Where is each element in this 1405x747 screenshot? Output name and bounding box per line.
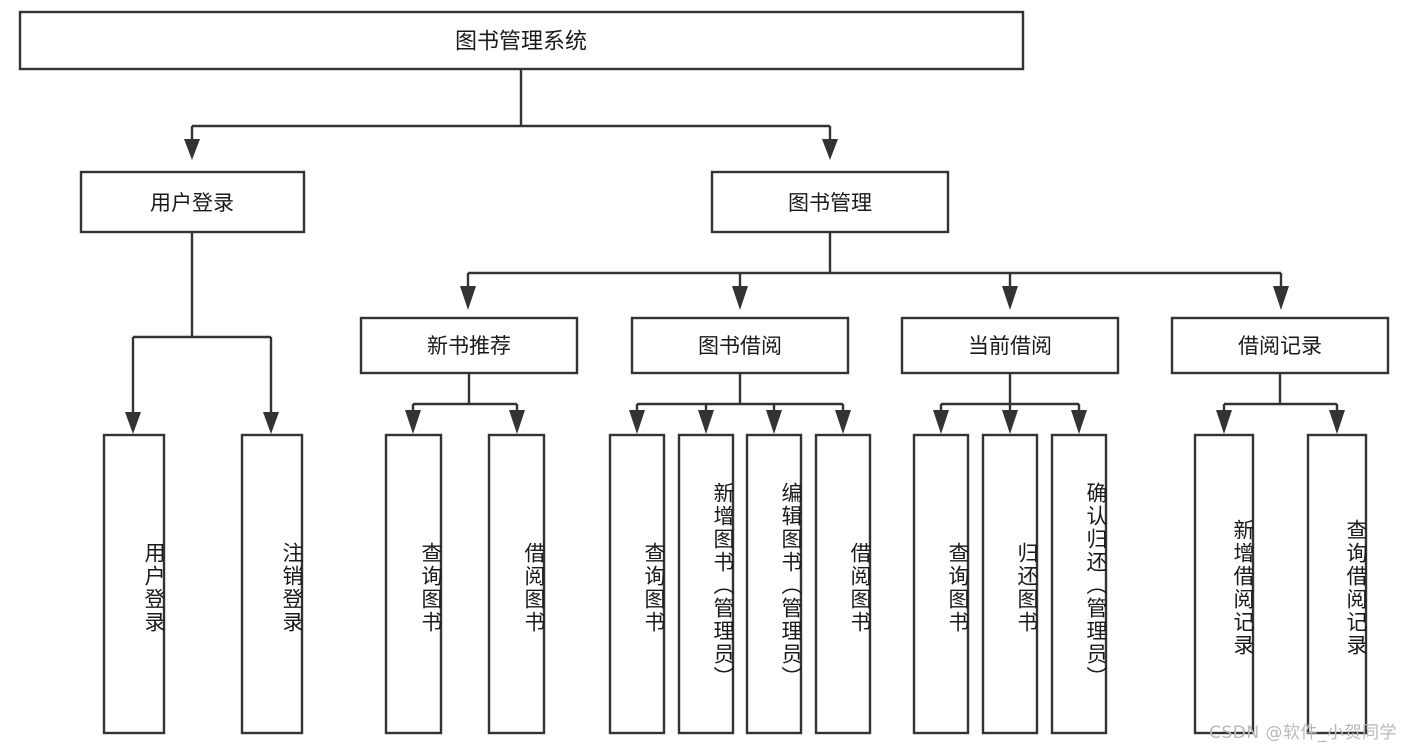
leaf-box-confirm-return[interactable]: [1050, 433, 1108, 735]
arrowhead-user-login: [184, 139, 200, 160]
arrowhead-book-manage: [822, 139, 838, 160]
node-root-system[interactable]: 图书管理系统: [18, 10, 1025, 71]
book-borrow-label: 图书借阅: [698, 334, 782, 358]
arrowhead-leaf-query-record: [1329, 410, 1345, 434]
leaf-box-add-book[interactable]: [677, 433, 735, 735]
arrowhead-leaf-edit-book: [766, 410, 782, 434]
arrowhead-book-borrow: [732, 286, 748, 310]
book-manage-label: 图书管理: [788, 191, 872, 215]
leaf-box-query-record[interactable]: [1306, 433, 1368, 735]
leaf-box-edit-book[interactable]: [745, 433, 803, 735]
node-new-book-recommend[interactable]: 新书推荐: [359, 316, 579, 375]
node-borrow-record[interactable]: 借阅记录: [1170, 316, 1390, 375]
node-book-manage[interactable]: 图书管理: [710, 170, 950, 234]
arrowhead-leaf-confirm-return: [1071, 410, 1087, 434]
user-login-label: 用户登录: [150, 191, 234, 215]
leaf-box-borrow-book-1[interactable]: [487, 433, 546, 735]
leaf-box-user-login[interactable]: [102, 433, 166, 735]
leaf-box-query-book-3[interactable]: [912, 433, 970, 735]
new-book-recommend-label: 新书推荐: [427, 334, 511, 358]
leaf-box-add-record[interactable]: [1193, 433, 1255, 735]
root-box[interactable]: [18, 10, 1025, 71]
book-borrow-box[interactable]: [630, 316, 850, 375]
current-borrow-box[interactable]: [900, 316, 1120, 375]
leaf-box-return-book[interactable]: [981, 433, 1039, 735]
leaf-box-query-book-2[interactable]: [608, 433, 666, 735]
leaf-box-user-logout[interactable]: [240, 433, 304, 735]
node-user-login[interactable]: 用户登录: [79, 170, 306, 234]
arrowhead-current-borrow: [1002, 286, 1018, 310]
arrowhead-leaf-return-book: [1002, 410, 1018, 434]
csdn-watermark: CSDN @软件_小贺同学: [1209, 723, 1397, 743]
arrowhead-leaf-borrow-book-1: [509, 410, 525, 434]
borrow-record-label: 借阅记录: [1238, 334, 1322, 358]
current-borrow-label: 当前借阅: [968, 334, 1052, 358]
arrowhead-leaf-user-login: [125, 412, 141, 434]
arrowhead-new-book-recommend: [460, 286, 476, 310]
arrowhead-leaf-user-logout: [263, 412, 279, 434]
root-label: 图书管理系统: [455, 30, 587, 55]
arrowhead-leaf-query-book-2: [629, 410, 645, 434]
book-manage-box[interactable]: [710, 170, 950, 234]
arrowhead-leaf-add-record: [1216, 410, 1232, 434]
node-book-borrow[interactable]: 图书借阅: [630, 316, 850, 375]
leaf-box-borrow-book-2[interactable]: [814, 433, 872, 735]
arrowhead-leaf-query-book-1: [405, 410, 421, 434]
arrowhead-leaf-borrow-book-2: [835, 410, 851, 434]
leaf-box-query-book-1[interactable]: [384, 433, 443, 735]
arrowhead-leaf-add-book: [698, 410, 714, 434]
new-book-recommend-box[interactable]: [359, 316, 579, 375]
arrowhead-leaf-query-book-3: [933, 410, 949, 434]
node-current-borrow[interactable]: 当前借阅: [900, 316, 1120, 375]
arrowhead-borrow-record: [1273, 286, 1289, 310]
borrow-record-box[interactable]: [1170, 316, 1390, 375]
